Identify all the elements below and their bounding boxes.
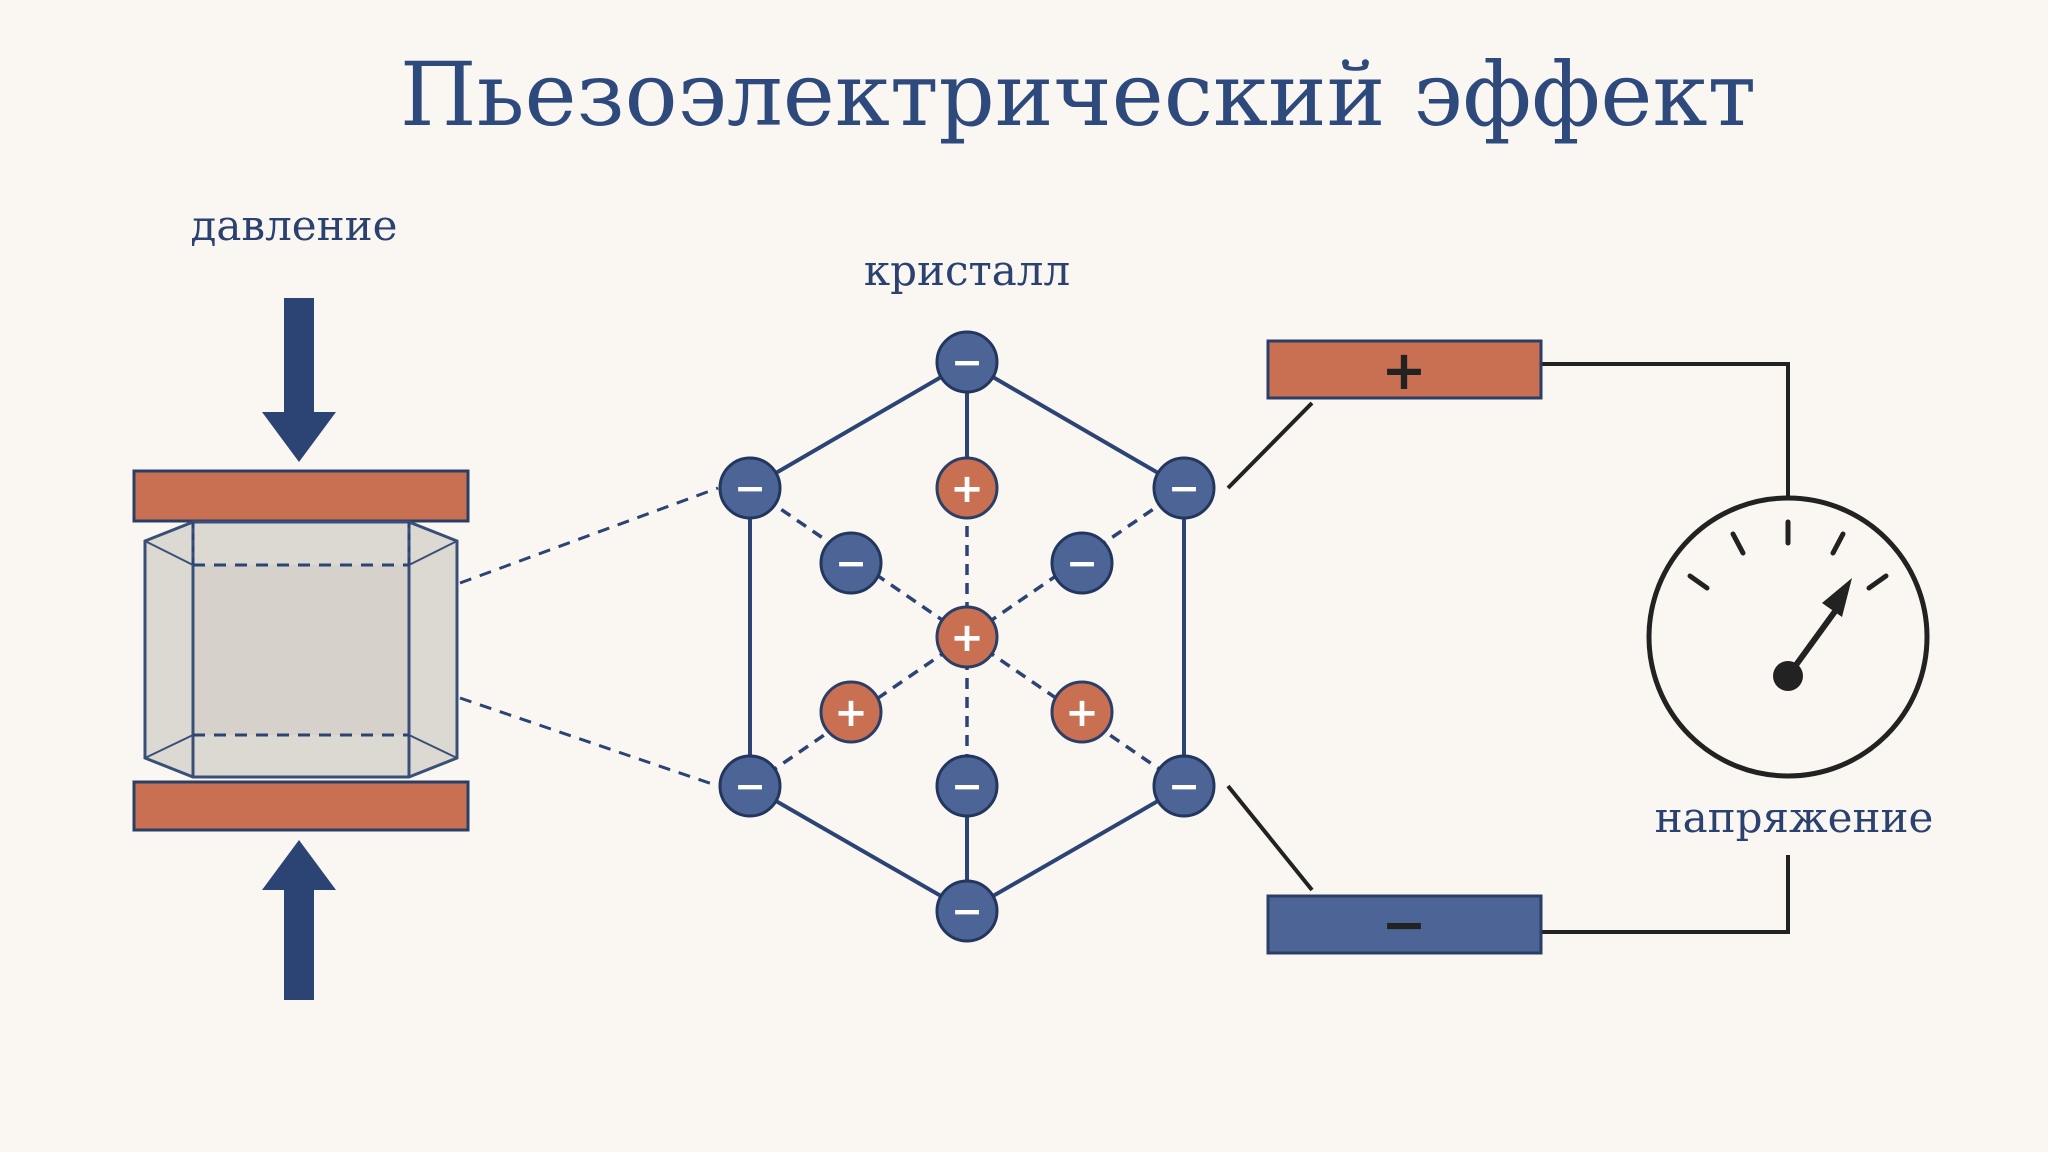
positive-electrode-sign: + [1381,339,1426,402]
ion-positive: + [935,456,999,520]
svg-text:−: − [734,764,766,808]
svg-text:−: − [951,340,983,384]
arrow-down-icon [262,298,336,462]
ion-positive: + [1050,680,1114,744]
ion-negative: − [1152,754,1216,818]
ion-negative: − [935,879,999,943]
page-title: Пьезоэлектрический эффект [400,43,1756,146]
voltmeter-gauge-icon [1646,495,1930,779]
positive-ions: + + + + [819,456,1114,744]
ion-negative: − [935,754,999,818]
svg-text:+: + [834,690,868,736]
voltage-label: напряжение [1655,793,1934,842]
svg-text:−: − [1066,541,1098,585]
zoom-line-bottom [459,696,719,788]
ion-positive: + [819,680,883,744]
crystal-block [143,520,459,779]
positive-electrode: + [1266,339,1543,402]
ion-positive: + [935,605,999,669]
negative-electrode-sign: − [1381,893,1426,956]
negative-ions: − − − − − − − − − [718,330,1216,943]
gauge-pivot [1773,661,1803,691]
svg-text:+: + [950,466,984,512]
ion-negative: − [819,531,883,595]
gauge-needle-tip [1822,578,1852,617]
ion-negative: − [718,754,782,818]
svg-text:+: + [1065,690,1099,736]
svg-text:−: − [1168,764,1200,808]
negative-electrode: − [1266,893,1543,956]
ion-negative: − [1050,531,1114,595]
svg-text:−: − [835,541,867,585]
ion-negative: − [1152,456,1216,520]
ion-negative: − [935,330,999,394]
zoom-line-top [459,486,719,585]
arrow-up-icon [262,840,336,1000]
top-pressure-plate [132,469,470,523]
pressure-label: давление [191,201,398,250]
svg-text:+: + [950,615,984,661]
svg-text:−: − [1168,466,1200,510]
crystal-label: кристалл [864,246,1070,295]
bottom-pressure-plate [132,780,470,832]
svg-text:−: − [951,889,983,933]
circuit-wires [1226,362,1790,934]
svg-text:−: − [951,764,983,808]
svg-text:−: − [734,466,766,510]
ion-negative: − [718,456,782,520]
